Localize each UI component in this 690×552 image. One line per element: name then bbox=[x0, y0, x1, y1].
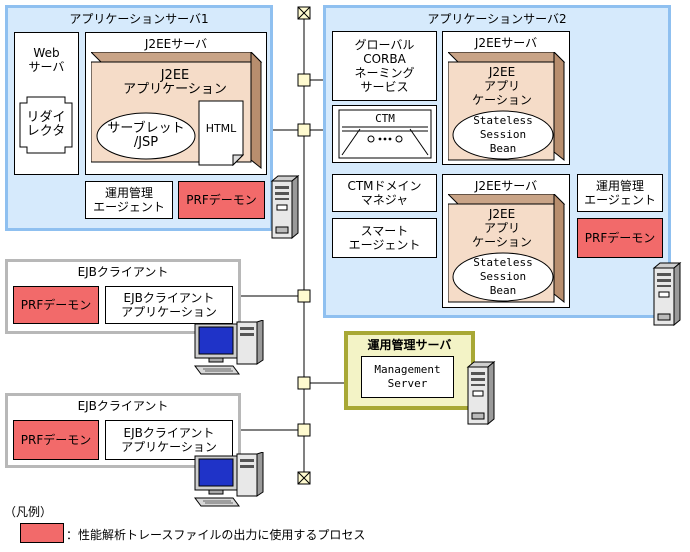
connector-node-icon bbox=[297, 289, 311, 303]
server-tower-icon bbox=[270, 175, 300, 239]
connector-node-icon bbox=[297, 376, 311, 390]
ctm-icon bbox=[338, 109, 432, 159]
prf-daemon2-box: PRFデーモン bbox=[577, 218, 663, 258]
j2ee-server2-top-title: J2EEサーバ bbox=[474, 36, 538, 50]
j2ee-server2-bottom-title: J2EEサーバ bbox=[474, 179, 538, 193]
servlet-label: サーブレット /JSP bbox=[107, 121, 185, 150]
bean-top-label: Stateless Session Bean bbox=[473, 114, 533, 155]
legend-swatch bbox=[20, 523, 64, 543]
server-tower-icon bbox=[652, 262, 682, 326]
legend-text: ：性能解析トレースファイルの出力に使用するプロセス bbox=[66, 528, 366, 542]
redirector-label: リダイ レクタ bbox=[26, 110, 66, 139]
connector-node-icon bbox=[297, 73, 311, 87]
j2ee-app2-top-label: J2EE アプリ ケーション bbox=[472, 65, 532, 107]
mgmt-server-title: 運用管理サーバ bbox=[367, 338, 452, 352]
connector-node-icon bbox=[297, 123, 311, 137]
terminator-top-icon bbox=[297, 6, 311, 20]
j2ee-server-title: J2EEサーバ bbox=[144, 37, 208, 51]
html-label: HTML bbox=[205, 122, 237, 135]
web-server-label: Web サーバ bbox=[28, 46, 65, 74]
ejb-client2-app: EJBクライアント アプリケーション bbox=[105, 420, 233, 460]
connector-node-icon bbox=[297, 423, 311, 437]
app-server1-title: アプリケーションサーバ1 bbox=[69, 12, 209, 26]
ejb-client2-title: EJBクライアント bbox=[77, 399, 169, 413]
redirector-shape bbox=[19, 96, 73, 154]
ejb-client2-prf-daemon: PRFデーモン bbox=[13, 420, 99, 460]
j2ee-app2-bottom-label: J2EE アプリ ケーション bbox=[472, 207, 532, 249]
bean-bottom-ellipse bbox=[452, 252, 554, 302]
ejb-client1-prf-daemon: PRFデーモン bbox=[13, 286, 99, 324]
desktop-pc-icon bbox=[194, 320, 264, 375]
ctm-domain-manager-box: CTMドメイン マネジャ bbox=[332, 174, 437, 212]
j2ee-app-label: J2EE アプリケーション bbox=[123, 68, 227, 97]
html-document-icon bbox=[198, 100, 244, 166]
app-server2-title: アプリケーションサーバ2 bbox=[427, 12, 567, 26]
terminator-bottom-icon bbox=[297, 471, 311, 485]
smart-agent-box: スマート エージェント bbox=[332, 218, 437, 258]
ejb-client1-app: EJBクライアント アプリケーション bbox=[105, 286, 233, 324]
legend-heading: （凡例） bbox=[4, 505, 53, 519]
management-server-box: Management Server bbox=[361, 356, 454, 398]
ops-agent2-box: 運用管理 エージェント bbox=[577, 174, 663, 212]
ops-agent1-box: 運用管理 エージェント bbox=[85, 181, 173, 219]
desktop-pc-icon bbox=[194, 452, 264, 507]
servlet-ellipse bbox=[96, 112, 196, 160]
bean-bottom-label: Stateless Session Bean bbox=[473, 256, 533, 297]
ctm-label: CTM bbox=[375, 112, 395, 125]
bean-top-ellipse bbox=[452, 110, 554, 160]
corba-naming-box: グローバル CORBA ネーミング サービス bbox=[332, 31, 437, 101]
server-tower-icon bbox=[466, 361, 496, 425]
ejb-client1-title: EJBクライアント bbox=[77, 265, 169, 279]
prf-daemon1-box: PRFデーモン bbox=[178, 181, 265, 219]
